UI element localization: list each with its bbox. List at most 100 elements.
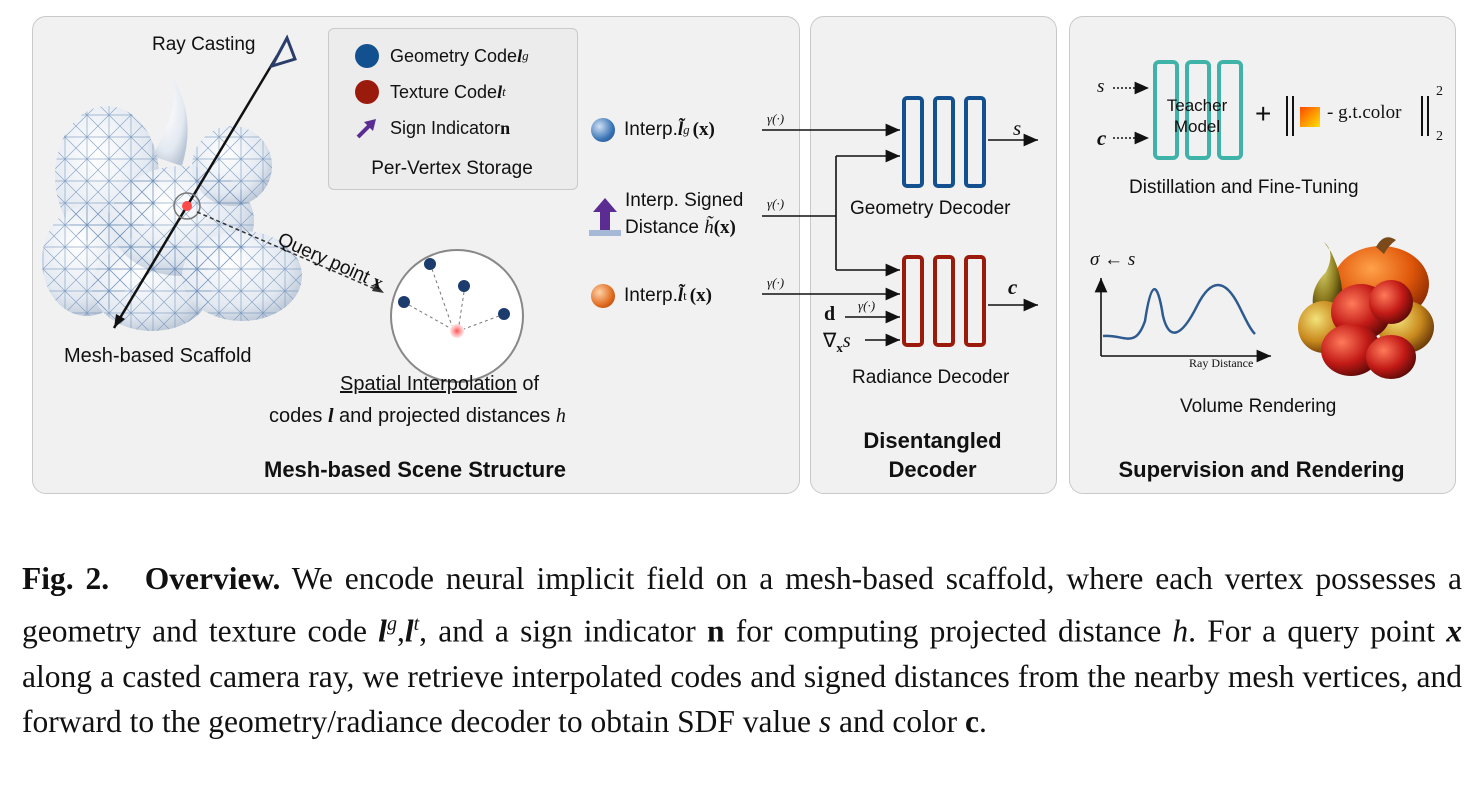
caption-text-6: and color	[831, 704, 965, 739]
geometry-code-label: Geometry Code	[390, 45, 518, 66]
sign-indicator-label: Sign Indicator	[390, 117, 501, 138]
geometry-decoder-block	[902, 96, 986, 188]
caption-fig-number: Fig. 2.	[22, 561, 110, 596]
caption-c: c	[964, 704, 979, 739]
texture-code-sup: t	[502, 84, 506, 99]
interp-signed-line2: Distance h̃(x)	[625, 217, 736, 239]
interp-signed-arg: (x)	[713, 217, 736, 238]
gamma-label-texture: γ(·)	[767, 275, 785, 290]
rendered-fruits-image	[1298, 237, 1434, 379]
ray-line	[112, 55, 279, 329]
decoder-panel-title-2: Decoder	[888, 457, 977, 482]
interp-geometry-arg: (x)	[692, 119, 715, 140]
teacher-line1: Teacher	[1166, 96, 1228, 115]
texture-code-dot	[355, 80, 379, 104]
mesh-scaffold-illustration	[42, 34, 524, 383]
volume-rendering-plot	[1094, 278, 1271, 363]
grad-symbol: ∇	[823, 330, 837, 352]
interp-texture-label: Interp.	[624, 285, 678, 306]
teacher-model-label: Teacher Model	[1151, 95, 1243, 137]
input-d-label: d	[824, 303, 836, 325]
teacher-line2: Model	[1173, 117, 1221, 136]
geometry-code-sym: l	[517, 45, 523, 66]
caption-text-2: , and a sign indicator	[419, 613, 707, 648]
caption-lt-sup: t	[413, 612, 420, 635]
interp-geometry-row: Interp. l̃g(x)	[591, 118, 715, 142]
interp-geometry-sup: g	[683, 122, 690, 137]
caption-lg-sup: g	[386, 612, 397, 635]
scaffold-label: Mesh-based Scaffold	[64, 345, 252, 367]
decoder-panel	[810, 16, 1057, 494]
caption-heading: Overview.	[144, 561, 281, 596]
teacher-input-c: c	[1097, 126, 1107, 150]
teacher-model-diagram	[1094, 60, 1429, 363]
interp-caption-codes: codes	[269, 405, 328, 427]
legend-footer: Per-Vertex Storage	[371, 158, 533, 179]
legend-sign: Sign Indicator n	[355, 116, 510, 140]
scaffold-mesh	[42, 76, 302, 331]
ray-casting-label: Ray Casting	[152, 34, 256, 55]
interp-texture-sphere-icon	[591, 284, 615, 308]
teacher-input-s: s	[1097, 76, 1105, 97]
sign-indicator-sym: n	[500, 117, 511, 138]
ray-distance-label: Ray Distance	[1189, 356, 1254, 370]
figure-caption: Fig. 2. Overview. We encode neural impli…	[22, 556, 1462, 745]
radiance-decoder-block	[902, 255, 986, 347]
interp-signed-line1: Interp. Signed	[625, 190, 744, 211]
interp-texture-sym: l̃	[677, 285, 684, 306]
interp-geometry-sphere-icon	[591, 118, 615, 142]
output-s-label: s	[1013, 116, 1022, 140]
ray-arrowhead	[114, 314, 125, 328]
caption-text-4: . For a query point	[1188, 613, 1447, 648]
sigma-label: σ ← s	[1090, 249, 1136, 270]
interp-texture-arg: (x)	[689, 285, 712, 306]
norm-sub: 2	[1436, 129, 1443, 144]
interp-caption-of: of	[516, 373, 540, 395]
sign-indicator-arrow-icon	[356, 119, 376, 139]
interp-caption-h: h	[555, 405, 566, 427]
distill-label: Distillation and Fine-Tuning	[1129, 177, 1359, 198]
caption-h: h	[1172, 613, 1189, 648]
texture-code-label: Texture Code	[390, 81, 498, 102]
caption-comma: ,	[396, 613, 405, 648]
interp-texture-row: Interp. l̃t(x)	[591, 284, 712, 308]
interp-caption-l: l	[327, 405, 334, 427]
gt-color-label: - g.t.color	[1327, 102, 1402, 123]
interp-caption-title: Spatial Interpolation	[340, 373, 517, 395]
decoder-connections	[762, 96, 1038, 347]
interp-signed-sym: h̃	[704, 217, 714, 238]
input-grad-label: ∇xs	[823, 328, 851, 355]
color-swatch	[1300, 107, 1320, 127]
interp-caption-line1: Spatial Interpolation of	[340, 373, 539, 396]
grad-sub: x	[836, 340, 843, 355]
interp-texture-sup: t	[683, 288, 687, 303]
supervision-panel-title: Supervision and Rendering	[1118, 457, 1405, 482]
caption-text-7: .	[978, 704, 987, 739]
scene-panel-title: Mesh-based Scene Structure	[264, 457, 566, 482]
geometry-decoder-label: Geometry Decoder	[850, 198, 1011, 219]
caption-lg: l	[378, 613, 387, 648]
decoder-panel-title-1: Disentangled	[863, 428, 1002, 453]
caption-n: n	[706, 613, 725, 648]
interp-caption-distances: and projected distances	[333, 405, 556, 427]
interp-caption-line2: codes l and projected distances h	[269, 405, 566, 428]
plus-sign: +	[1255, 98, 1272, 129]
caption-lt: l	[404, 613, 414, 648]
texture-code-sym: l	[497, 81, 503, 102]
camera-icon	[268, 34, 297, 69]
gamma-label-direction: γ(·)	[858, 298, 876, 313]
radiance-decoder-label: Radiance Decoder	[852, 367, 1010, 388]
gamma-label-signed: γ(·)	[767, 196, 785, 211]
query-pointer-line	[196, 211, 383, 293]
grad-s: s	[842, 330, 851, 352]
gamma-label-geometry: γ(·)	[767, 111, 785, 126]
output-c-label: c	[1008, 275, 1018, 299]
interp-geometry-label: Interp.	[624, 119, 678, 140]
sigma-curve	[1102, 284, 1256, 340]
interp-geometry-sym: l̃	[677, 119, 684, 140]
geometry-code-dot	[355, 44, 379, 68]
interpolation-diagram	[390, 249, 524, 383]
caption-text-1: We encode neural implicit field on a mes…	[22, 561, 1463, 648]
